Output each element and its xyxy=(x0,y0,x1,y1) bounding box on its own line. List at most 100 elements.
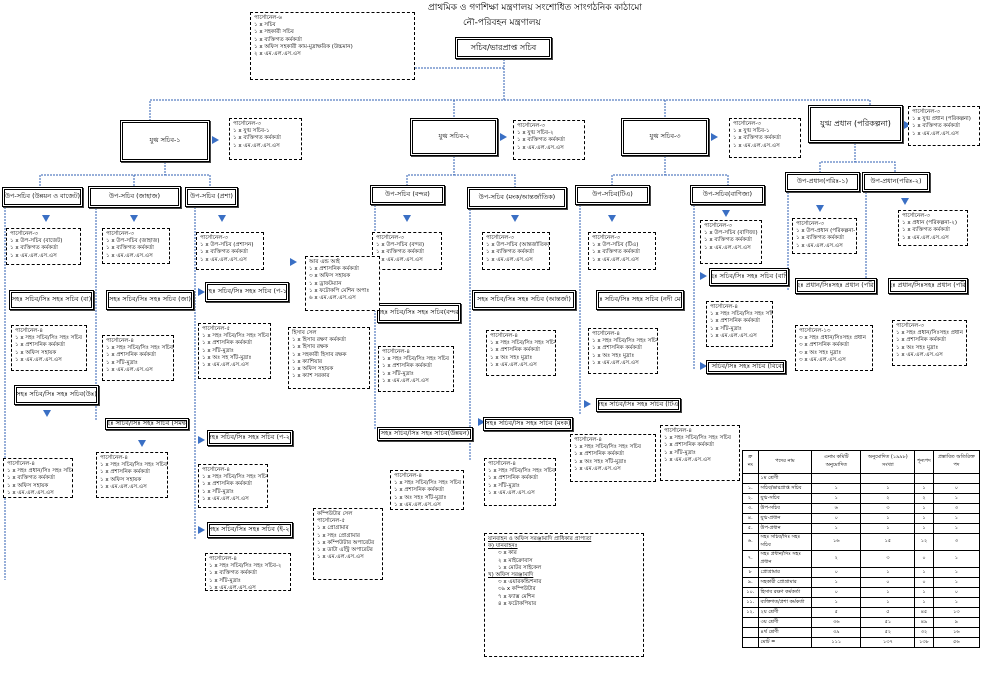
table-cell: ১৬ xyxy=(811,533,862,551)
staff-line: ১ x অঃ সহঃ সাঁট-মুদ্রাঃ xyxy=(574,458,627,465)
position-title: উপ-সচিব (প্রশা) xyxy=(190,192,233,201)
staff-heading: পার্সোনেল-৩ xyxy=(200,235,228,241)
table-cell xyxy=(742,473,759,484)
position-title: সহঃ সচিব/সিঃ সহঃ সচিব (বা) xyxy=(11,295,92,304)
position-box-ds4: উপ-সচিব (বন্দর) xyxy=(370,185,445,205)
staff-line: ১ x এম.এল.এস.এস xyxy=(209,584,256,591)
staff-line: ১ x সহকারী সচিব xyxy=(254,29,294,36)
arrow-icon xyxy=(478,418,485,426)
table-cell: ০ xyxy=(932,587,981,598)
table-cell: ২ xyxy=(860,493,916,504)
table-cell: মোট = xyxy=(757,637,813,648)
staff-line: ১ x সহঃ সচিব/সিঃ সহঃ সচিব xyxy=(382,356,449,363)
staff-line: ১ x প্রশাসনিক কর্মকর্তা xyxy=(100,469,150,476)
position-box-sec: সচিব/ভারপ্রাপ্ত সচিব xyxy=(455,37,552,59)
connector-line xyxy=(165,174,211,187)
table-cell: ৪৯ xyxy=(914,617,934,628)
arrow-icon xyxy=(198,526,205,534)
position-title: সহঃ সচিব/সিঃ সহঃ সচিব(উঃ) xyxy=(16,390,97,399)
staff-heading: পার্সোনেল-৪ xyxy=(100,455,128,461)
staff-line: ১ x ড্রাফটম্যান xyxy=(309,280,342,287)
table-cell: ২ xyxy=(914,493,934,504)
staff-line: ১ x এম.এল.এস.এস xyxy=(10,252,57,259)
chart-subtitle: নৌ-পরিবহন মন্ত্রণালয় xyxy=(463,18,541,28)
staff-heading: কম্পিউটার সেল xyxy=(317,511,353,517)
staff-heading: পার্সোনেল-৩ xyxy=(10,231,38,237)
staff-heading: পার্সোনেল-৪ xyxy=(592,331,620,337)
position-box-dp1: উপ-প্রধান(পরিঃ-১) xyxy=(785,172,860,192)
staff-line: ১ x সহঃ সচিব/সিঃ সহঃ সচিব xyxy=(574,444,641,451)
staff-line: পার্সোনেল-৫ xyxy=(317,518,345,525)
position-box-bs3: সহঃ সচিব/সিঃ সহঃ সচিব (প-২) xyxy=(207,430,293,446)
position-title: সহঃ সচিব/সিঃ সহঃ সচিব (আন্তর্জা) xyxy=(477,295,571,304)
staff-heading: পার্সোনেল-৬ xyxy=(254,15,282,21)
position-box-bs7: সহঃ সচিব/সিঃ সহঃ সচিব (বিবেচনা) xyxy=(706,360,786,374)
position-box-bs1: সহঃ সচিব/সিঃ সহঃ সচিব(উঃ) xyxy=(14,385,99,405)
staff-line: ১ x মোটর সাইকেল xyxy=(498,564,542,571)
staff-line: ১ x সাঁট-মুদ্রাঃ xyxy=(202,488,234,495)
table-cell: ০ xyxy=(811,567,862,578)
staff-line: ১ x এম.এল.এস.এস xyxy=(233,142,280,149)
position-box-bs6: সহঃ সচিব/সিঃ সহঃ সচিব (টিএ) xyxy=(596,398,681,412)
table-cell: ১ xyxy=(932,567,981,578)
staff-line: ৪ x ফটোকপিয়ার xyxy=(498,600,537,607)
staff-line: ১ x সহঃ প্রধান/সিঃসহঃ প্রধান xyxy=(896,330,963,337)
staff-line: ১ x এম.এল.এস.এস xyxy=(710,332,757,339)
staff-heading: পার্সোনেল-৩ xyxy=(233,121,261,127)
position-box-cp: যুগ্ম প্রধান (পরিকল্পনা) xyxy=(808,105,903,143)
staff-line: ১ x এম.এল.এস.এস xyxy=(490,361,537,368)
staff-line: ১ x ব্যক্তিগত কর্মকর্তা xyxy=(209,570,257,577)
staff-line: ১ x অফিস সহায়ক xyxy=(7,482,49,489)
staff-heading: পার্সোনেল-৪ xyxy=(382,349,410,355)
column-header: অনুমোদিত (১৯৯৮) সংখ্যা xyxy=(860,450,916,474)
position-box-as6: সহঃ সচিব/সিঃ সহঃ সচিব (নদী মেরা) xyxy=(596,290,684,310)
position-title: সহঃ সচিব/সিঃ সহঃ সচিব (বাণি) xyxy=(709,272,789,281)
staff-heading: পার্সোনেল-১৩ xyxy=(799,328,831,334)
position-box-as5: সহঃ সচিব/সিঃ সহঃ সচিব (আন্তর্জা) xyxy=(472,290,576,310)
table-cell: উপ-সচিব xyxy=(757,503,813,514)
table-cell: ১ xyxy=(860,513,916,524)
arrow-icon xyxy=(198,288,205,296)
table-cell: ৮ xyxy=(742,567,759,578)
staff-line: ১ x সাঁট-মুদ্রাঃ xyxy=(664,449,696,456)
column-header: এনাম কমিটি অনুমোদিত xyxy=(811,450,862,474)
staff-line: ১ x ব্যক্তিগত কর্মকর্তা xyxy=(376,249,424,256)
position-title: উপ-সচিব (মংক/আন্তর্জাতিক) xyxy=(478,193,556,202)
position-box-ds7: উপ-সচিব(বাণিজ্য) xyxy=(690,185,765,205)
staff-line: ১ x সহঃ সচিব/সিঃ সহঃ সচিব xyxy=(106,345,173,352)
table-cell: ৩২ xyxy=(914,627,934,638)
staff-line: ১ x প্রশাসনিক কর্মকর্তা xyxy=(490,347,540,354)
position-box-ds1: উপ-সচিব (উন্নয়ন ও বাজেট) xyxy=(2,187,83,207)
table-cell xyxy=(811,473,862,484)
staff-line: ১ x ফটোকপি মেশিন অপাঃ xyxy=(309,287,370,294)
position-box-ds2: উপ-সচিব (জাহাজ) xyxy=(88,186,181,208)
table-cell xyxy=(914,473,934,484)
staff-line: ১ x অঃ সহঃ মুদ্রাঃ xyxy=(896,344,939,351)
staff-line: ১ x উপ-সচিব (আন্তর্জাতিক) xyxy=(486,242,550,249)
table-cell: ৩ xyxy=(932,533,981,551)
position-title: সহঃ সচিব/সিঃ সহঃ সচিব (জা) xyxy=(109,295,191,304)
arrow-icon xyxy=(700,272,707,280)
staff-line: ১ x প্রশাসনিক কর্মকর্তা xyxy=(592,345,642,352)
arrow-icon xyxy=(700,362,707,370)
staff-line: ১ x সহঃ সচিব/সিঃ সহঃ সচিব xyxy=(202,474,268,481)
table-cell: ১ xyxy=(932,597,981,608)
staff-line: ১ x এম.এল.এস.এস xyxy=(592,256,639,263)
staff-line: ১ x ব্যক্তিগত কর্মকর্তা xyxy=(733,135,781,142)
table-cell: ১ xyxy=(860,567,916,578)
staff-line: ১ x উপ-সচিব (জাহাজ) xyxy=(106,238,160,245)
staff-line: খ) অফিস সরঞ্জামাদি xyxy=(488,572,534,579)
staff-line: ১ x এম.এল.এস.এস xyxy=(394,501,441,508)
table-cell: ১২ xyxy=(914,533,934,551)
position-title: উপ-সচিব(বাণিজ্য) xyxy=(702,190,753,199)
